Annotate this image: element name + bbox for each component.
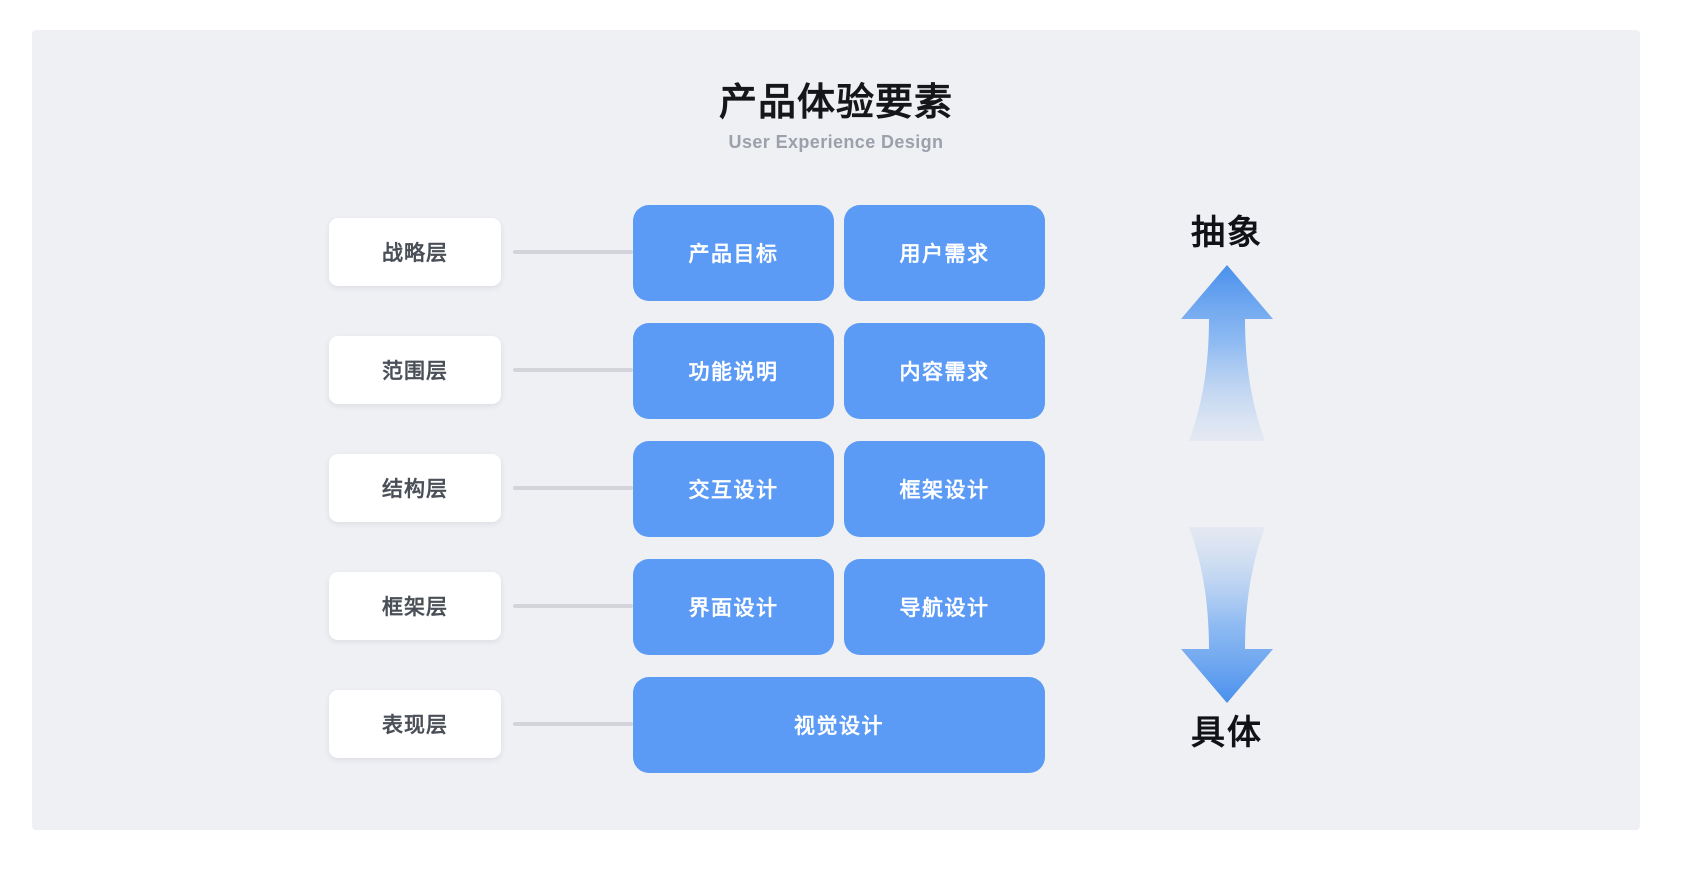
element-card[interactable]: 框架设计 bbox=[844, 441, 1045, 537]
arrow-down-gradient-icon bbox=[1169, 525, 1285, 705]
horizontal-connector-line bbox=[513, 604, 633, 608]
layer-rows: 战略层 产品目标 用户需求 范围层 功能说明 内容需求 结构层 交互设计 框架设… bbox=[32, 205, 1640, 773]
layer-chip-strategy[interactable]: 战略层 bbox=[329, 218, 501, 286]
layer-row: 战略层 产品目标 用户需求 bbox=[32, 205, 1640, 301]
layer-row: 框架层 界面设计 导航设计 bbox=[32, 559, 1640, 655]
layer-chip-scope[interactable]: 范围层 bbox=[329, 336, 501, 404]
axis-label-abstract: 抽象 bbox=[1191, 214, 1263, 252]
diagram-header: 产品体验要素 User Experience Design bbox=[32, 82, 1640, 153]
element-card[interactable]: 内容需求 bbox=[844, 323, 1045, 419]
element-card-group: 界面设计 导航设计 bbox=[633, 559, 1045, 655]
element-card[interactable]: 交互设计 bbox=[633, 441, 834, 537]
diagram-panel: 产品体验要素 User Experience Design 战略层 产品目标 用… bbox=[32, 30, 1640, 830]
page-subtitle: User Experience Design bbox=[728, 131, 944, 152]
arrow-up-gradient-icon bbox=[1169, 263, 1285, 443]
abstraction-axis: 抽象 bbox=[1117, 205, 1337, 765]
horizontal-connector-line bbox=[513, 250, 633, 254]
element-card-group: 视觉设计 bbox=[633, 677, 1045, 773]
element-card[interactable]: 导航设计 bbox=[844, 559, 1045, 655]
horizontal-connector-line bbox=[513, 368, 633, 372]
element-card-group: 产品目标 用户需求 bbox=[633, 205, 1045, 301]
axis-label-concrete: 具体 bbox=[1191, 714, 1263, 752]
element-card-group: 交互设计 框架设计 bbox=[633, 441, 1045, 537]
element-card[interactable]: 界面设计 bbox=[633, 559, 834, 655]
element-card[interactable]: 功能说明 bbox=[633, 323, 834, 419]
element-card[interactable]: 视觉设计 bbox=[633, 677, 1045, 773]
layer-chip-skeleton[interactable]: 框架层 bbox=[329, 572, 501, 640]
element-card[interactable]: 产品目标 bbox=[633, 205, 834, 301]
layer-chip-surface[interactable]: 表现层 bbox=[329, 690, 501, 758]
element-card[interactable]: 用户需求 bbox=[844, 205, 1045, 301]
page-title: 产品体验要素 bbox=[718, 82, 953, 124]
horizontal-connector-line bbox=[513, 722, 633, 726]
layer-chip-structure[interactable]: 结构层 bbox=[329, 454, 501, 522]
layer-row: 结构层 交互设计 框架设计 bbox=[32, 441, 1640, 537]
horizontal-connector-line bbox=[513, 486, 633, 490]
element-card-group: 功能说明 内容需求 bbox=[633, 323, 1045, 419]
layer-row: 表现层 视觉设计 bbox=[32, 677, 1640, 773]
layer-row: 范围层 功能说明 内容需求 bbox=[32, 323, 1640, 419]
